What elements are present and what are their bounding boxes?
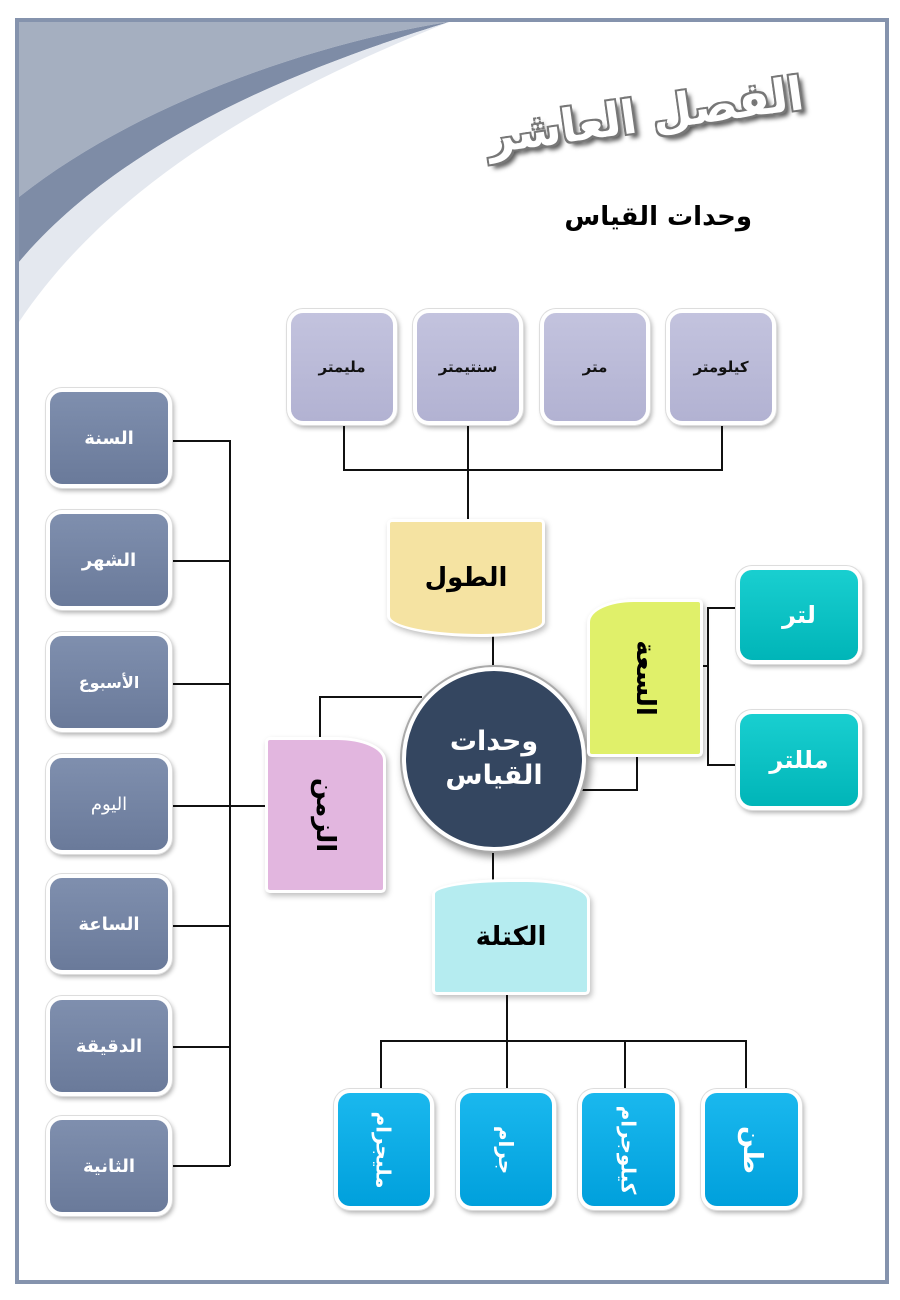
unit-second: الثانية — [50, 1120, 168, 1212]
unit-day: اليوم — [50, 758, 168, 850]
unit-gram: جرام — [460, 1093, 552, 1206]
category-capacity: السعة — [590, 602, 700, 754]
unit-week: الأسبوع — [50, 636, 168, 728]
category-mass: الكتلة — [435, 882, 587, 992]
unit-kilogram: كيلوجرام — [582, 1093, 675, 1206]
unit-hour: الساعة — [50, 878, 168, 970]
unit-month: الشهر — [50, 514, 168, 606]
unit-kilometer: كيلومتر — [670, 313, 772, 421]
category-time: الزمن — [268, 740, 383, 890]
category-length: الطول — [390, 522, 542, 634]
subtitle: وحدات القياس — [564, 202, 752, 232]
center-node: وحدات القياس — [402, 667, 586, 851]
unit-milliliter: مللتر — [740, 714, 858, 806]
unit-millimeter: مليمتر — [291, 313, 393, 421]
unit-meter: متر — [544, 313, 646, 421]
unit-centimeter: سنتيمتر — [417, 313, 519, 421]
unit-milligram: مليجرام — [338, 1093, 430, 1206]
page-frame — [15, 18, 889, 1284]
unit-year: السنة — [50, 392, 168, 484]
corner-decoration — [19, 22, 449, 322]
unit-liter: لتر — [740, 570, 858, 660]
unit-minute: الدقيقة — [50, 1000, 168, 1092]
unit-ton: طن — [705, 1093, 798, 1206]
